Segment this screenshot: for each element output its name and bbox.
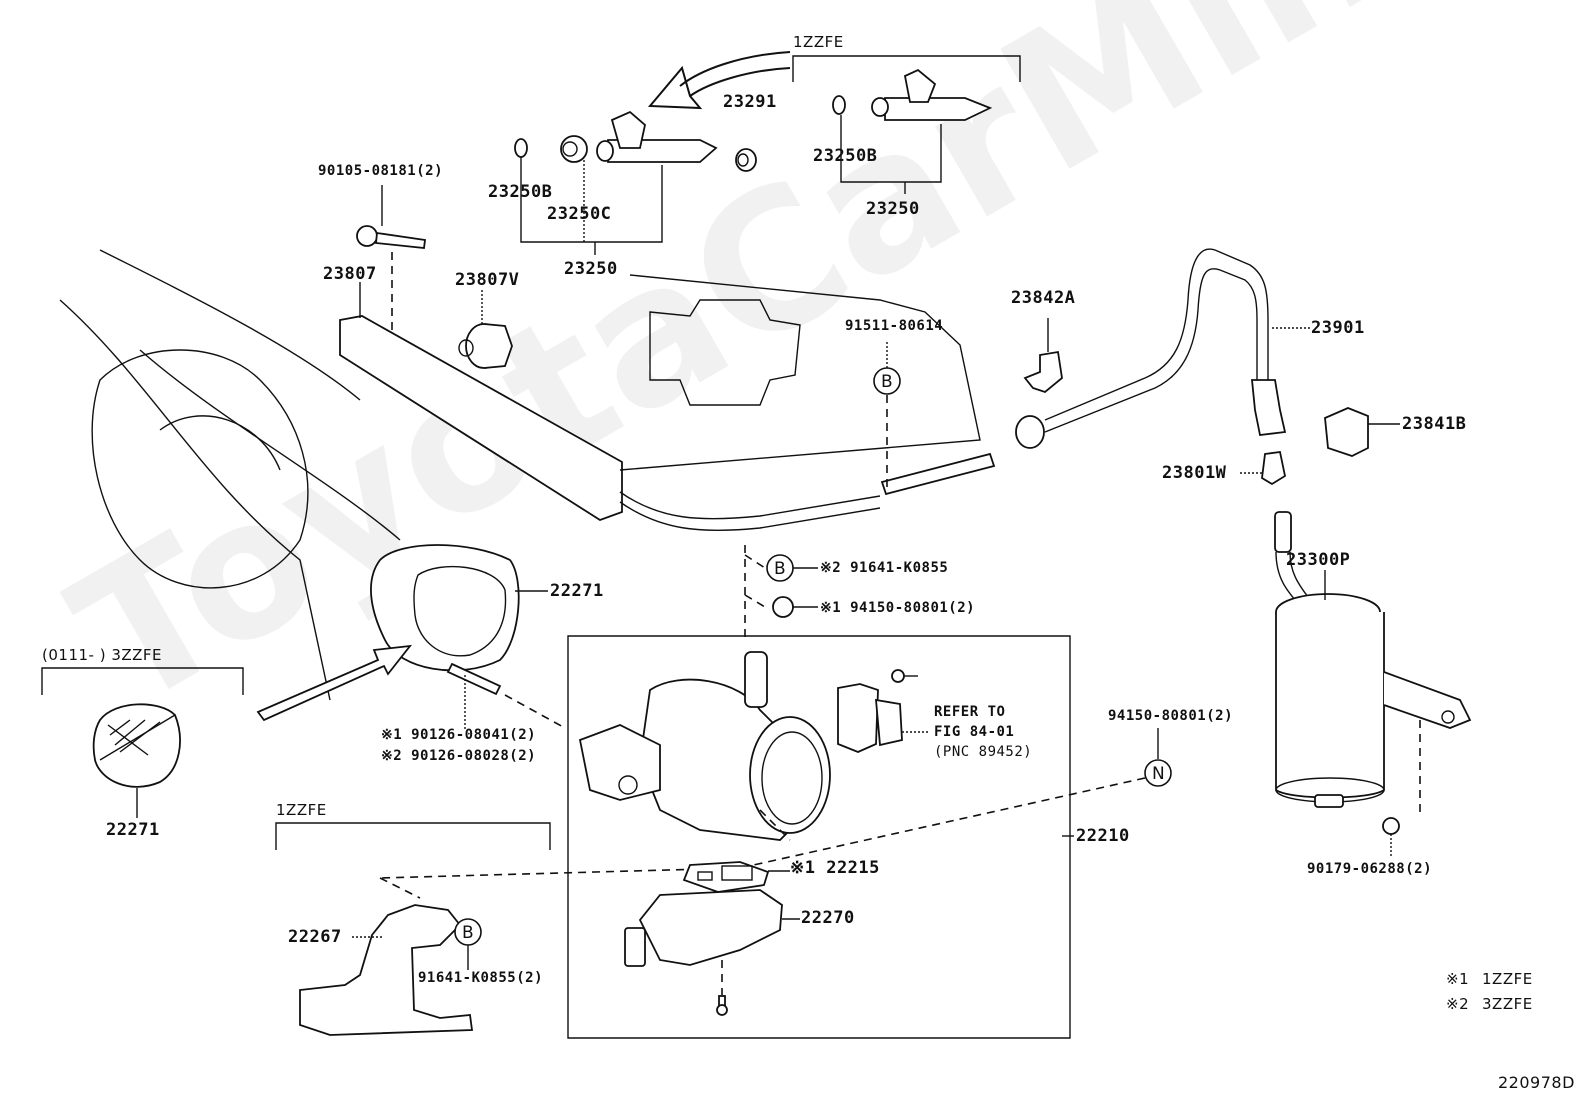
injector-left — [514, 110, 718, 163]
part-23250-right[interactable]: 23250 — [866, 199, 920, 219]
part-23801w[interactable]: 23801W — [1162, 463, 1227, 483]
circle-mark-n — [1144, 759, 1172, 787]
part-91511-80614[interactable]: 91511-80614 — [845, 318, 944, 334]
part-23841b[interactable]: 23841B — [1402, 414, 1467, 434]
group-header-1zzfe-bracket: 1ZZFE — [276, 801, 327, 819]
part-23842a[interactable]: 23842A — [1011, 288, 1076, 308]
gasket-22271-main — [370, 544, 520, 672]
svg-text:B: B — [462, 923, 474, 943]
part-22271-alt[interactable]: 22271 — [106, 820, 160, 840]
group-header-1zzfe-injector: 1ZZFE — [793, 33, 844, 51]
part-94150-80801-right[interactable]: 94150-80801(2) — [1108, 708, 1234, 724]
svg-text:B: B — [774, 559, 786, 579]
intake-manifold — [91, 349, 309, 589]
legend-label-2: 3ZZFE — [1482, 995, 1533, 1013]
seal-23291 — [735, 148, 757, 172]
part-23250c[interactable]: 23250C — [547, 204, 612, 224]
group-header-3zzfe-gasket: (0111- ) 3ZZFE — [42, 646, 163, 664]
direction-arrow-icon — [647, 51, 791, 110]
fuel-hose-23901 — [1015, 248, 1287, 449]
part-90126-08041[interactable]: ※1 90126-08041(2) — [381, 727, 537, 743]
part-22271-main[interactable]: 22271 — [550, 581, 604, 601]
injector-right — [832, 68, 993, 121]
part-22270[interactable]: 22270 — [801, 908, 855, 928]
part-23807v[interactable]: 23807V — [455, 270, 520, 290]
svg-text:N: N — [1152, 764, 1165, 784]
nut-94150-top — [772, 596, 794, 618]
clip-23801w — [1261, 450, 1287, 486]
circle-mark-b-top — [873, 367, 901, 395]
gasket-22271-alt — [92, 703, 181, 788]
bracket-23250-left — [520, 157, 663, 243]
bracket-1zzfe-bracket — [275, 822, 551, 850]
insulator-23807v — [458, 323, 513, 369]
legend-label-1: 1ZZFE — [1482, 970, 1533, 988]
clip-23842a — [1023, 350, 1063, 394]
part-23250b-left[interactable]: 23250B — [488, 182, 553, 202]
idle-air-control-valve — [837, 669, 918, 753]
part-23901[interactable]: 23901 — [1311, 318, 1365, 338]
bolt-90105 — [356, 225, 427, 249]
legend-mark-2: ※2 — [1446, 995, 1470, 1013]
bracket-23841b — [1324, 407, 1369, 457]
stud-90126 — [446, 662, 502, 696]
part-91641-k0855-b[interactable]: ※2 91641-K0855 — [820, 560, 949, 576]
nut-90179 — [1382, 817, 1400, 835]
part-94150-80801-top[interactable]: ※1 94150-80801(2) — [820, 600, 976, 616]
legend-mark-1: ※1 — [1446, 970, 1470, 988]
part-22210[interactable]: 22210 — [1076, 826, 1130, 846]
throttle-body-group-box — [567, 635, 1071, 1039]
part-23300p[interactable]: 23300P — [1286, 550, 1351, 570]
part-91641-k0855-bracket[interactable]: 91641-K0855(2) — [418, 970, 544, 986]
part-22215[interactable]: ※1 22215 — [790, 858, 880, 878]
idle-speed-control-22270 — [624, 889, 783, 967]
part-23807[interactable]: 23807 — [323, 264, 377, 284]
part-23250b-right[interactable]: 23250B — [813, 146, 878, 166]
refer-note-line1[interactable]: REFER TO — [934, 704, 1006, 720]
part-90179-06288[interactable]: 90179-06288(2) — [1307, 861, 1433, 877]
bracket-22267 — [299, 904, 474, 1036]
part-90126-08028[interactable]: ※2 90126-08028(2) — [381, 748, 537, 764]
pointer-arrow-icon — [256, 644, 413, 722]
refer-note-line2[interactable]: FIG 84-01 — [934, 724, 1015, 740]
screw-icon — [716, 995, 728, 1016]
diagram-code: 220978D — [1498, 1073, 1575, 1092]
bracket-23250-right — [840, 115, 942, 183]
fuel-filter-23300p — [1274, 511, 1472, 808]
bracket-3zzfe-gasket — [41, 667, 244, 695]
svg-text:B: B — [881, 372, 893, 392]
part-23250-left[interactable]: 23250 — [564, 259, 618, 279]
cylinder-head-outline — [619, 274, 981, 471]
fuel-rail-23807 — [339, 315, 996, 532]
part-22267[interactable]: 22267 — [288, 927, 342, 947]
bracket-1zzfe-injector — [792, 55, 1021, 82]
refer-note-line3: (PNC 89452) — [934, 744, 1033, 760]
part-23291[interactable]: 23291 — [723, 92, 777, 112]
part-90105-08181[interactable]: 90105-08181(2) — [318, 163, 444, 179]
throttle-body-22210 — [578, 651, 831, 841]
gasket-22215 — [682, 861, 770, 893]
